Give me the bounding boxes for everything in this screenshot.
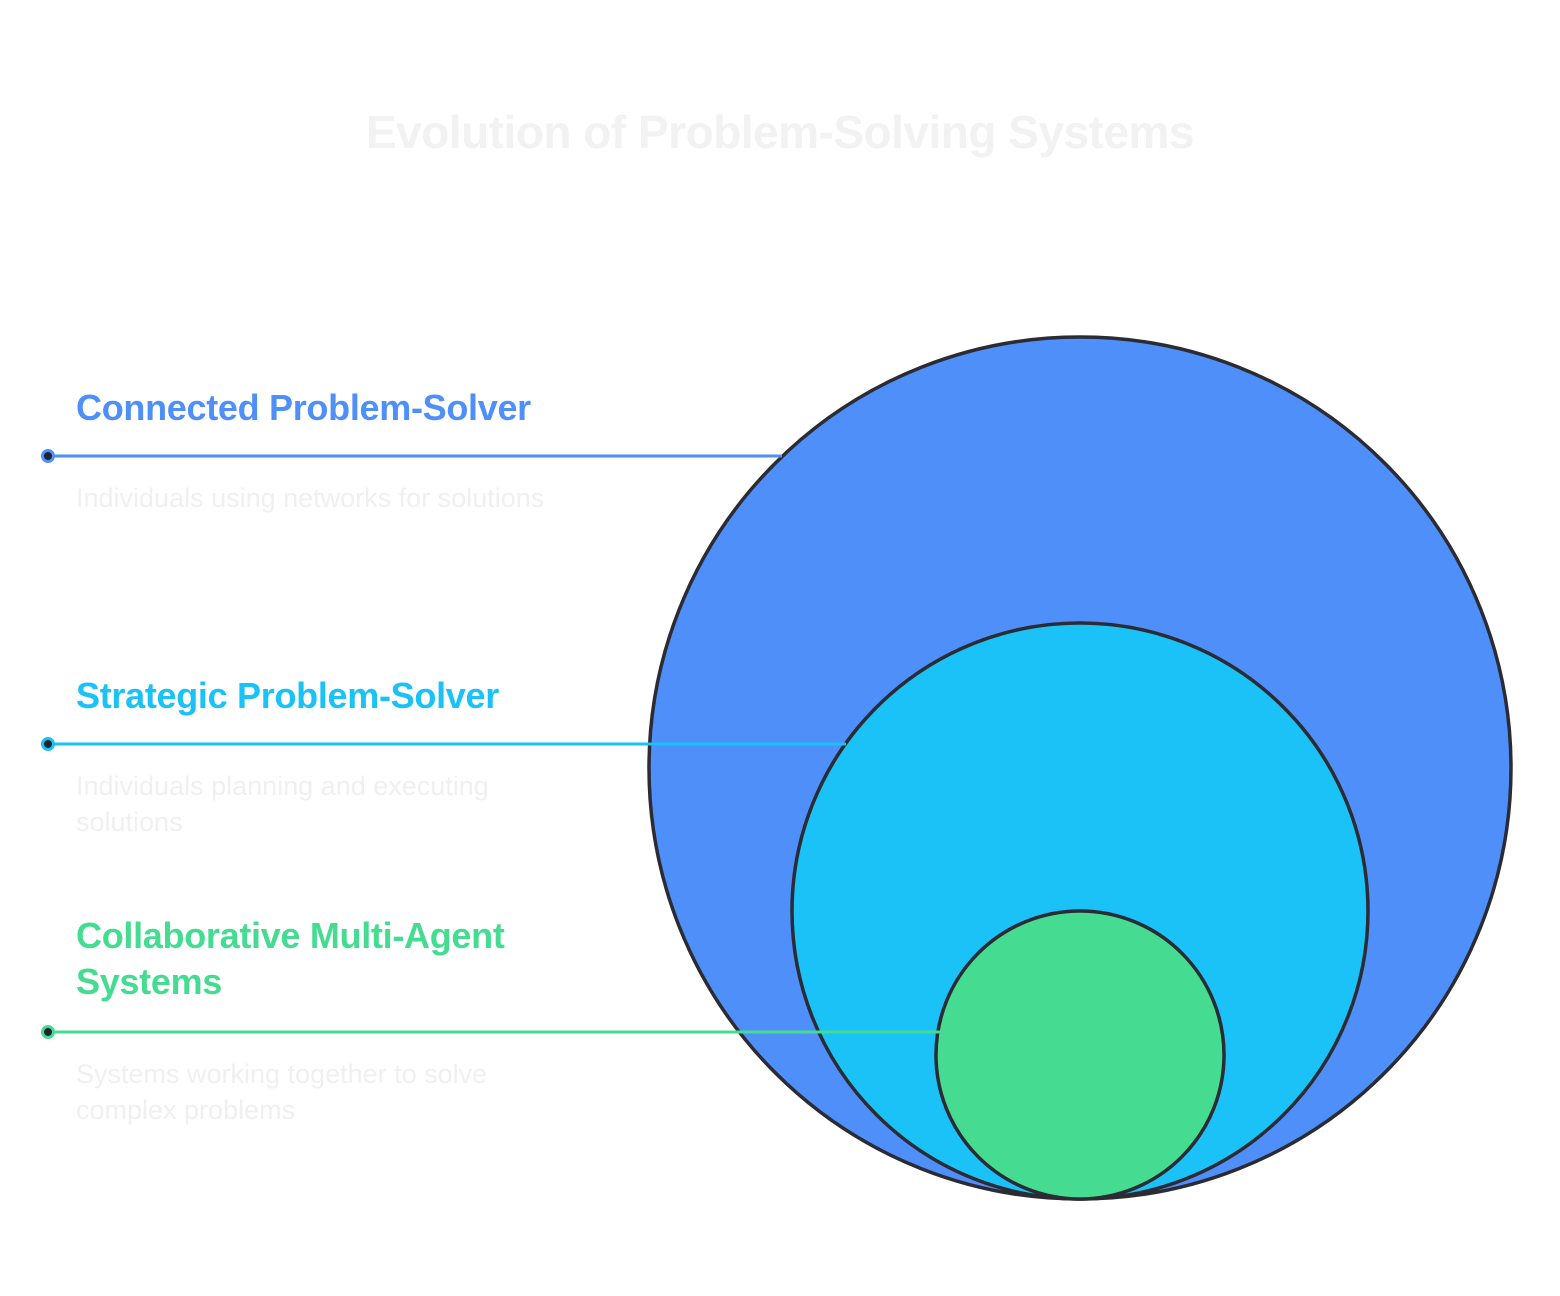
strategic-problem-solver-dot [41,737,55,751]
layer-description: Individuals planning and executing solut… [76,771,489,837]
page-title: Evolution of Problem-Solving Systems [365,106,1195,158]
layer-title: Connected Problem-Solver [76,387,531,428]
collaborative-multi-agent-systems-dot [41,1025,55,1039]
connected-problem-solver-dot [41,449,55,463]
layer-title: Collaborative Multi-Agent Systems [76,915,505,1002]
layer-title: Strategic Problem-Solver [76,675,499,716]
layer-description: Systems working together to solve comple… [76,1059,488,1125]
layer-description: Individuals using networks for solutions [76,483,545,513]
collaborative-multi-agent-systems-circle [934,909,1226,1201]
